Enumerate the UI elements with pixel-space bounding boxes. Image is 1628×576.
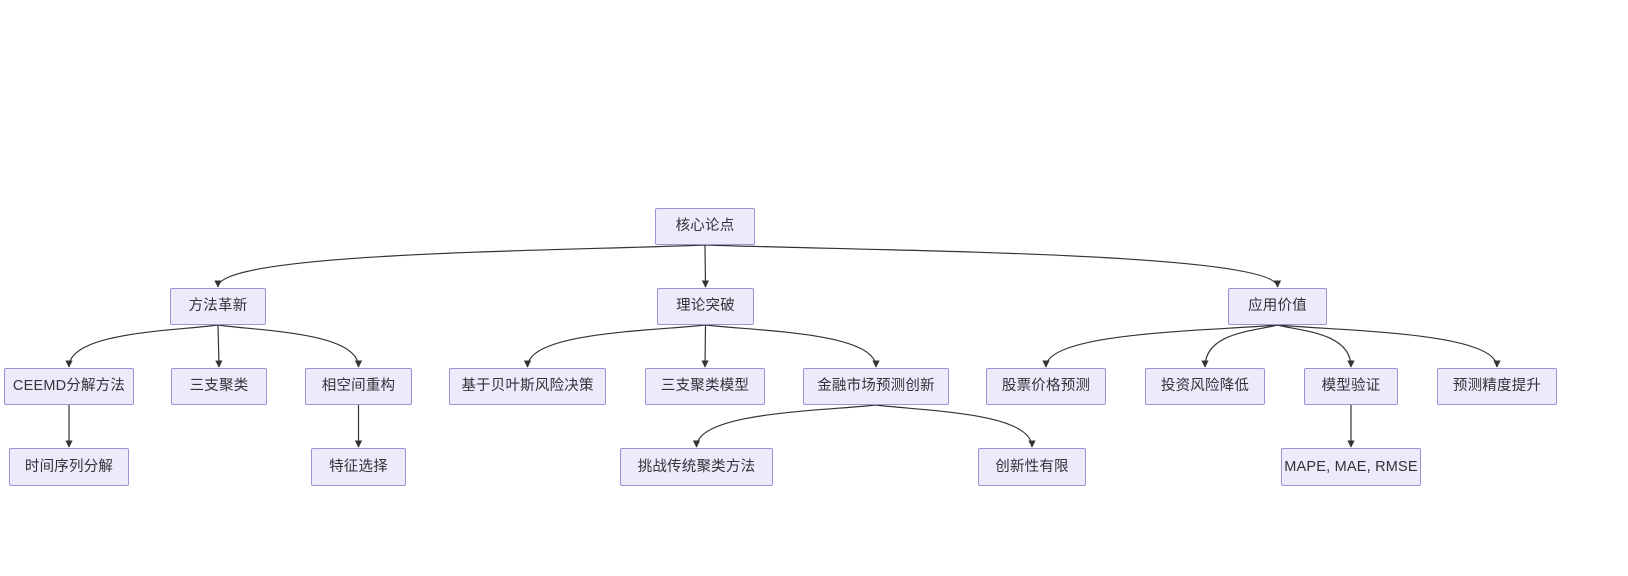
flow-edge-root-to-l2b (701, 244, 710, 288)
flow-node-label: 模型验证 (1321, 378, 1381, 395)
flow-node-label: 相空间重构 (321, 378, 396, 395)
flow-node-l3a3[interactable]: 相空间重构 (305, 368, 412, 405)
flow-edge-l3b3-to-l4b3a (692, 404, 877, 448)
flow-node-l3c2[interactable]: 投资风险降低 (1145, 368, 1265, 405)
flow-node-label: 核心论点 (675, 218, 735, 235)
flow-edge-l2c-to-l3c3 (1277, 324, 1355, 368)
flow-node-l4a1[interactable]: 时间序列分解 (9, 448, 129, 486)
flow-edge-l2b-to-l3b3 (705, 324, 880, 368)
flow-edge-l3b3-to-l4b3b (875, 404, 1036, 448)
flow-node-label: 创新性有限 (995, 458, 1069, 475)
flow-node-l2a[interactable]: 方法革新 (170, 288, 266, 325)
flow-node-l3c3[interactable]: 模型验证 (1304, 368, 1398, 405)
flow-node-l3b2[interactable]: 三支聚类模型 (645, 368, 765, 405)
flow-edge-l2c-to-l3c1 (1042, 324, 1278, 368)
flow-node-label: 三支聚类 (189, 378, 249, 395)
flow-node-label: MAPE, MAE, RMSE (1284, 458, 1418, 475)
flow-node-l2b[interactable]: 理论突破 (657, 288, 754, 325)
flow-node-l3c1[interactable]: 股票价格预测 (986, 368, 1106, 405)
flow-node-label: 应用价值 (1248, 298, 1307, 315)
flow-edge-l2a-to-l3a3 (217, 324, 363, 368)
flow-node-label: 时间序列分解 (24, 458, 114, 475)
flow-node-l4c3[interactable]: MAPE, MAE, RMSE (1281, 448, 1421, 486)
flow-node-l3c4[interactable]: 预测精度提升 (1437, 368, 1557, 405)
flow-edge-l2b-to-l3b1 (523, 324, 706, 368)
flow-node-label: 方法革新 (188, 298, 248, 315)
flow-node-root[interactable]: 核心论点 (655, 208, 755, 245)
flow-edge-root-to-l2c (704, 244, 1282, 288)
flow-node-label: CEEMD分解方法 (12, 378, 126, 395)
flow-node-label: 特征选择 (329, 458, 388, 475)
flow-node-label: 股票价格预测 (1001, 378, 1091, 395)
flow-edge-l2a-to-l3a2 (215, 324, 223, 368)
flow-edge-l2a-to-l3a1 (65, 324, 219, 368)
flow-node-label: 投资风险降低 (1160, 378, 1250, 395)
flow-node-l3b1[interactable]: 基于贝叶斯风险决策 (449, 368, 606, 405)
flow-node-l3a2[interactable]: 三支聚类 (171, 368, 267, 405)
flow-edge-l2c-to-l3c2 (1201, 324, 1278, 368)
flow-node-label: 预测精度提升 (1452, 378, 1542, 395)
flow-node-l4b3b[interactable]: 创新性有限 (978, 448, 1086, 486)
flow-node-label: 理论突破 (676, 298, 735, 315)
edge-group (65, 244, 1501, 448)
flow-node-l2c[interactable]: 应用价值 (1228, 288, 1327, 325)
flow-node-l3b3[interactable]: 金融市场预测创新 (803, 368, 949, 405)
flow-node-label: 挑战传统聚类方法 (637, 458, 756, 475)
flow-node-label: 基于贝叶斯风险决策 (461, 378, 594, 395)
flow-edge-l2b-to-l3b2 (701, 324, 709, 368)
flow-edge-root-to-l2a (214, 244, 706, 288)
flow-node-l4b3a[interactable]: 挑战传统聚类方法 (620, 448, 773, 486)
flow-node-l4a3[interactable]: 特征选择 (311, 448, 406, 486)
flow-node-label: 金融市场预测创新 (817, 378, 935, 395)
flow-node-l3a1[interactable]: CEEMD分解方法 (4, 368, 134, 405)
flow-edge-l2c-to-l3c4 (1277, 324, 1501, 368)
flow-node-label: 三支聚类模型 (660, 378, 750, 395)
